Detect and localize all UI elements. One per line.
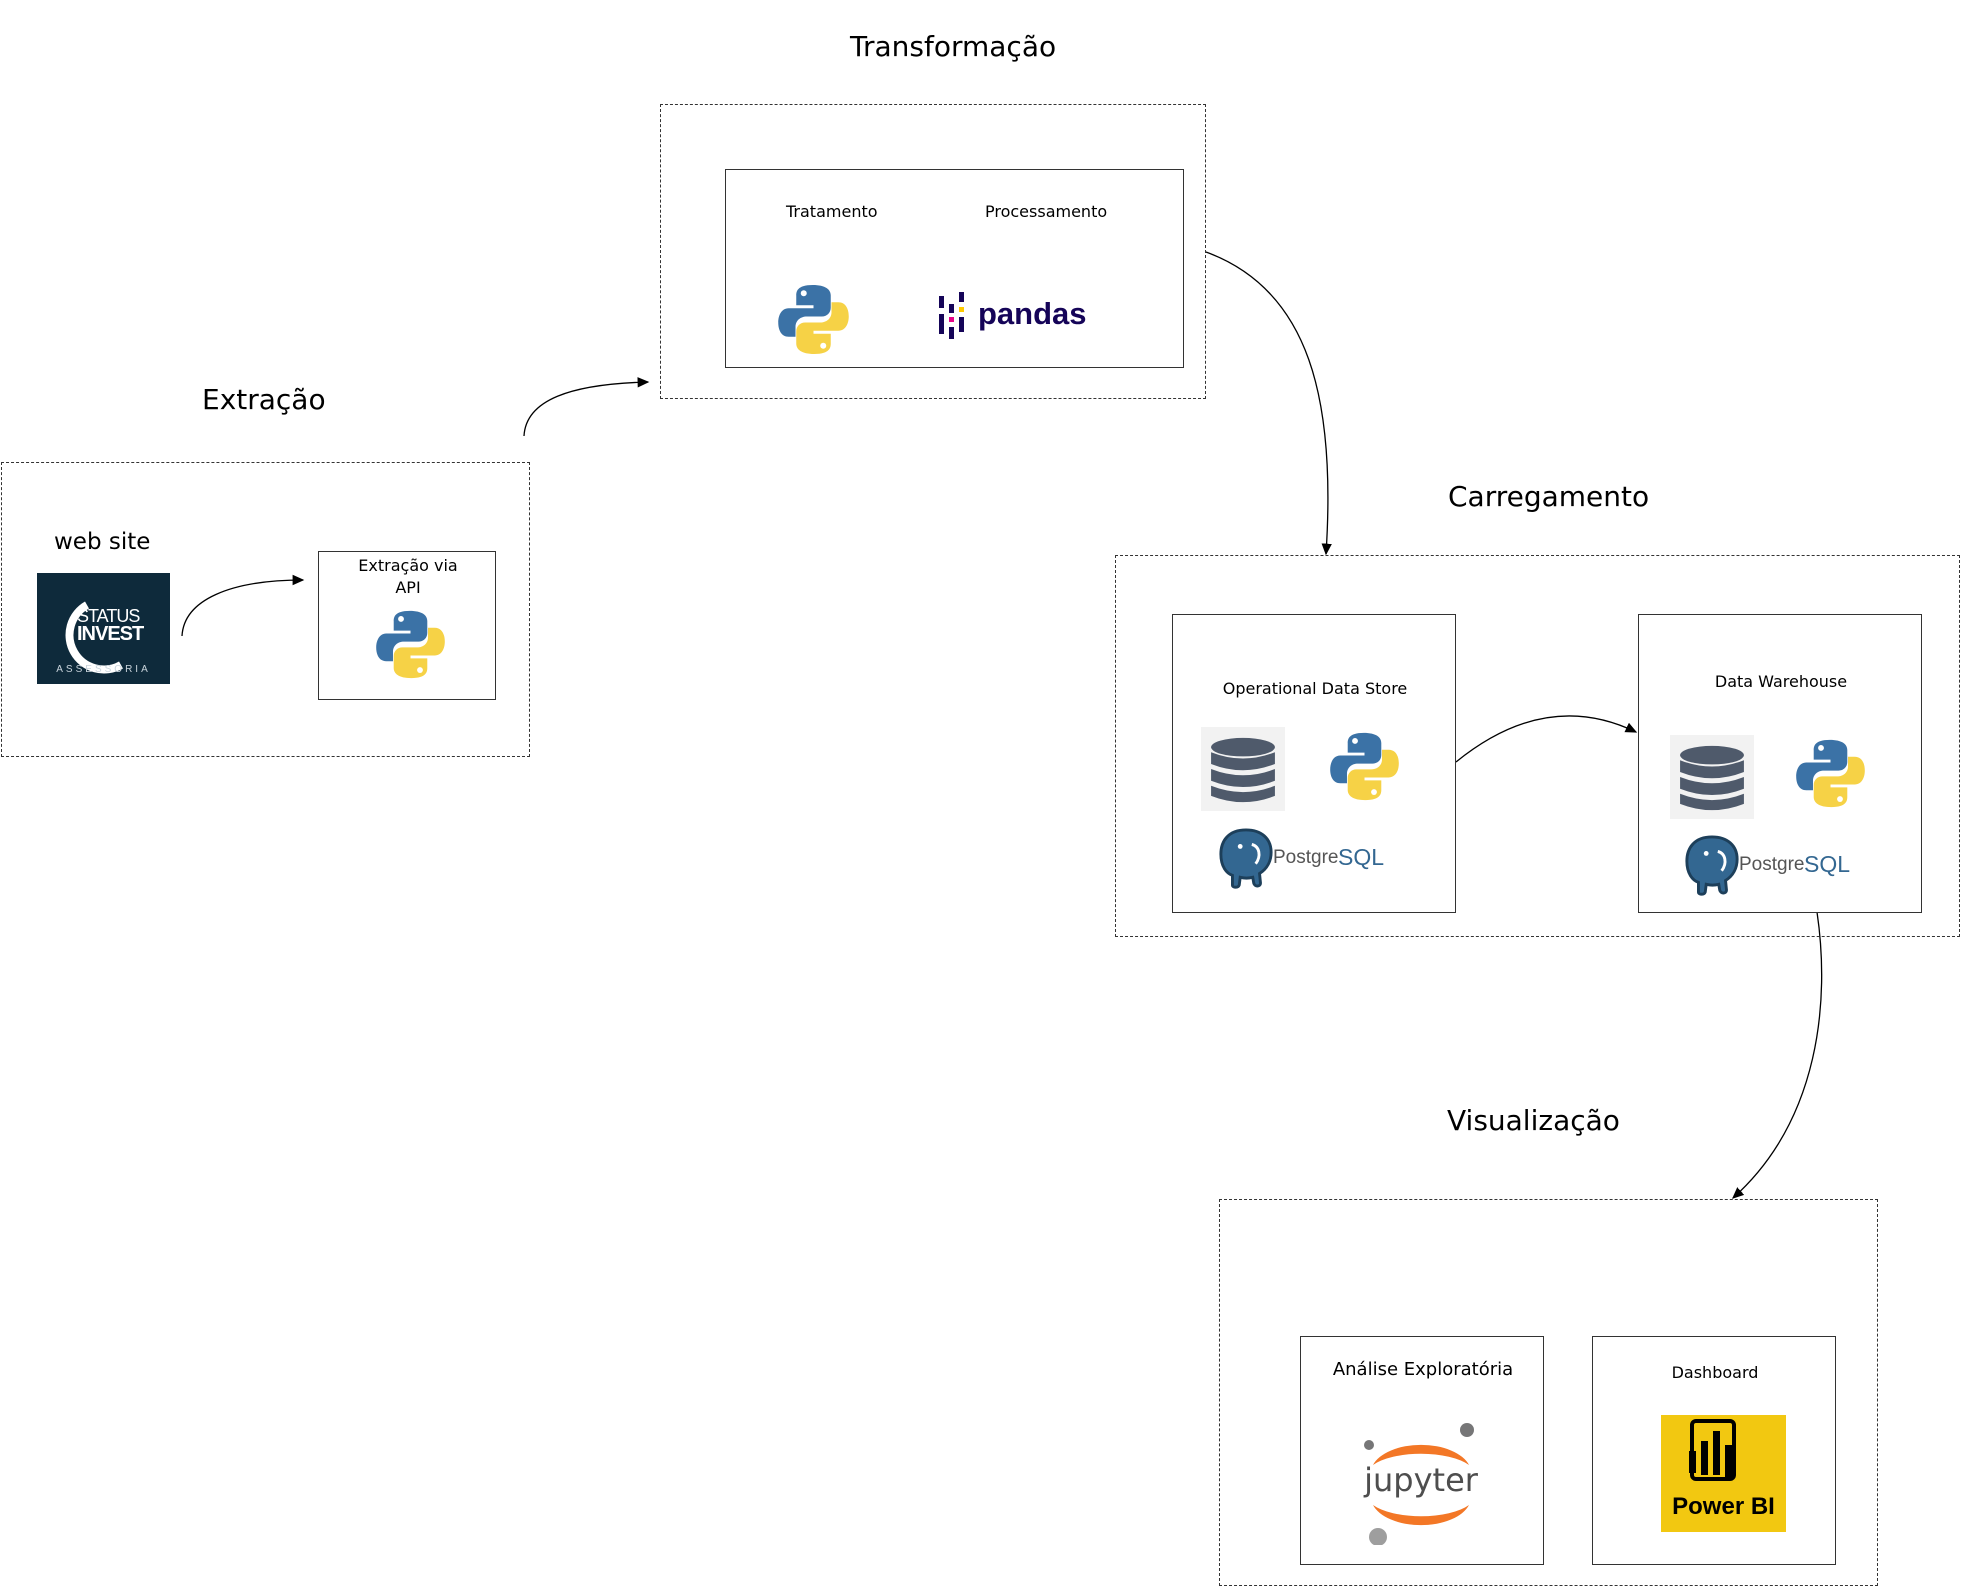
postgresql-logo: Postgre SQL xyxy=(1683,834,1873,896)
python-icon xyxy=(374,608,447,681)
statusinvest-line2: INVEST xyxy=(77,623,144,645)
jupyter-wordmark: jupyter xyxy=(1364,1461,1478,1499)
database-icon xyxy=(1200,727,1286,811)
dw-label: Data Warehouse xyxy=(1714,672,1848,691)
statusinvest-logo: STATUS INVEST ASSESSORIA xyxy=(37,573,170,684)
postgresql-logo: Postgre SQL xyxy=(1217,827,1407,889)
extracao-title: Extração xyxy=(202,383,326,416)
carregamento-title: Carregamento xyxy=(1448,480,1650,513)
arrow-dw-to-visualizacao xyxy=(1732,911,1823,1199)
dashboard-label: Dashboard xyxy=(1671,1363,1759,1382)
analise-label: Análise Exploratória xyxy=(1332,1359,1514,1380)
ods-label: Operational Data Store xyxy=(1222,679,1408,698)
carregamento-stage xyxy=(1115,555,1960,937)
api-card-label-2: API xyxy=(395,578,421,597)
statusinvest-line3: ASSESSORIA xyxy=(56,664,151,675)
pandas-logo: pandas xyxy=(936,290,1106,340)
postgres-text-b: SQL xyxy=(1338,844,1385,870)
powerbi-wordmark: Power BI xyxy=(1672,1493,1775,1520)
processamento-label: Processamento xyxy=(985,202,1108,221)
analise-card: Análise Exploratória jupyter xyxy=(1300,1336,1544,1565)
python-icon xyxy=(1794,737,1867,810)
postgres-text-a: Postgre xyxy=(1739,854,1805,875)
transformacao-stage xyxy=(660,104,1206,399)
transformacao-title: Transformação xyxy=(850,30,1057,63)
powerbi-logo: Power BI xyxy=(1661,1415,1786,1532)
python-icon xyxy=(776,282,851,357)
jupyter-logo: jupyter xyxy=(1356,1415,1486,1545)
python-icon xyxy=(1328,730,1401,803)
arrow-extracao-to-transformacao xyxy=(523,377,650,437)
postgres-text-b: SQL xyxy=(1804,851,1851,877)
transformacao-card: Tratamento Processamento pandas xyxy=(725,169,1184,368)
arrow-transformacao-to-carregamento xyxy=(1205,251,1332,556)
postgres-text-a: Postgre xyxy=(1273,847,1339,868)
database-icon xyxy=(1669,735,1755,819)
website-label: web site xyxy=(54,529,151,555)
pandas-wordmark: pandas xyxy=(978,296,1087,331)
ods-card: Operational Data Store Postgre SQL xyxy=(1172,614,1456,913)
visualizacao-stage xyxy=(1219,1199,1878,1586)
api-card-label-1: Extração via xyxy=(358,556,458,575)
tratamento-label: Tratamento xyxy=(786,202,878,221)
visualizacao-title: Visualização xyxy=(1447,1104,1620,1137)
statusinvest-line1: STATUS xyxy=(77,606,140,626)
dashboard-card: Dashboard Power BI xyxy=(1592,1336,1836,1565)
dw-card: Data Warehouse Postgre SQL xyxy=(1638,614,1922,913)
extracao-stage xyxy=(1,462,530,757)
api-extraction-card: Extração via API xyxy=(318,551,496,700)
